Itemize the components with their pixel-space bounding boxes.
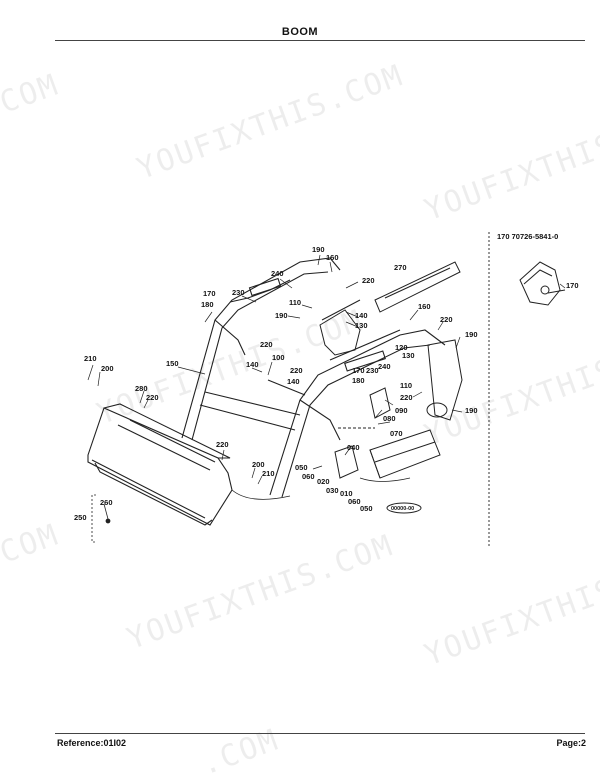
callout-label: 190 bbox=[465, 406, 478, 415]
callout-label: 100 bbox=[272, 353, 285, 362]
callout-label: 220 bbox=[216, 440, 229, 449]
callout-label: 040 bbox=[347, 443, 360, 452]
callout-label: 170 bbox=[566, 281, 579, 290]
callout-label: 120 bbox=[395, 343, 408, 352]
lift-arm-right bbox=[267, 329, 446, 498]
callout-label: 200 bbox=[101, 364, 114, 373]
callout-label: 020 bbox=[317, 477, 330, 486]
callout-label: 090 bbox=[395, 406, 408, 415]
callout-label: 010 bbox=[340, 489, 353, 498]
page-number: Page:2 bbox=[556, 738, 586, 748]
callout-label: 160 bbox=[418, 302, 431, 311]
callout-label: 210 bbox=[84, 354, 97, 363]
callout-label: 200 bbox=[252, 460, 265, 469]
callout-label: 110 bbox=[289, 298, 301, 307]
callout-label: 220 bbox=[362, 276, 375, 285]
callout-label: 140 bbox=[287, 377, 300, 386]
callout-label: 210 bbox=[262, 469, 275, 478]
callout-labels: 190 160 220 270 240 230 170 180 110 190 … bbox=[74, 245, 579, 522]
callout-label: 230 bbox=[366, 366, 379, 375]
callout-label: 170 bbox=[203, 289, 216, 298]
callout-label: 050 bbox=[360, 504, 373, 513]
callout-label: 220 bbox=[146, 393, 159, 402]
callout-label: 130 bbox=[355, 321, 368, 330]
callout-label: 060 bbox=[348, 497, 361, 506]
callout-label: 270 bbox=[394, 263, 407, 272]
frame-beam bbox=[338, 427, 441, 479]
inset-bracket-part bbox=[519, 261, 566, 306]
stamp-oval bbox=[386, 502, 422, 514]
callout-label: 080 bbox=[383, 414, 396, 423]
callout-label: 190 bbox=[465, 330, 478, 339]
reference-label: Reference:01I02 bbox=[57, 738, 127, 748]
callout-label: 220 bbox=[290, 366, 303, 375]
bucket-bolt-bracket bbox=[91, 494, 111, 543]
callout-label: 240 bbox=[378, 362, 391, 371]
lift-arm-left bbox=[181, 257, 341, 441]
callout-label: 220 bbox=[260, 340, 273, 349]
callout-label: 060 bbox=[302, 472, 315, 481]
callout-label: 250 bbox=[74, 513, 87, 522]
hoses bbox=[231, 477, 411, 500]
callout-label: 280 bbox=[135, 384, 148, 393]
callout-label: 220 bbox=[440, 315, 453, 324]
callout-label: 220 bbox=[400, 393, 413, 402]
footer-rule bbox=[55, 733, 585, 734]
callout-label: 050 bbox=[295, 463, 308, 472]
callout-label: 180 bbox=[352, 376, 365, 385]
callout-label: 190 bbox=[275, 311, 288, 320]
callout-label: 140 bbox=[355, 311, 368, 320]
mount-brackets bbox=[319, 309, 463, 479]
callout-label: 190 bbox=[312, 245, 325, 254]
bucket bbox=[87, 403, 233, 526]
callout-label: 140 bbox=[246, 360, 259, 369]
callout-label: 150 bbox=[166, 359, 179, 368]
callout-label: 110 bbox=[400, 381, 412, 390]
callout-label: 030 bbox=[326, 486, 339, 495]
callout-label: 260 bbox=[100, 498, 113, 507]
callout-label: 180 bbox=[201, 300, 214, 309]
callout-label: 070 bbox=[390, 429, 403, 438]
callout-label: 160 bbox=[326, 253, 339, 262]
stamp-text: 00000-00 bbox=[391, 506, 414, 512]
inset-reference-code: 170 70726-5841-0 bbox=[497, 232, 558, 241]
callout-label: 130 bbox=[402, 351, 415, 360]
leader-lines bbox=[87, 254, 566, 485]
page-title: BOOM bbox=[281, 26, 319, 38]
callout-label: 240 bbox=[271, 269, 284, 278]
cylinders bbox=[321, 261, 461, 321]
callout-label: 230 bbox=[232, 288, 245, 297]
header-rule bbox=[55, 40, 585, 41]
callout-label: 170 bbox=[352, 366, 365, 375]
